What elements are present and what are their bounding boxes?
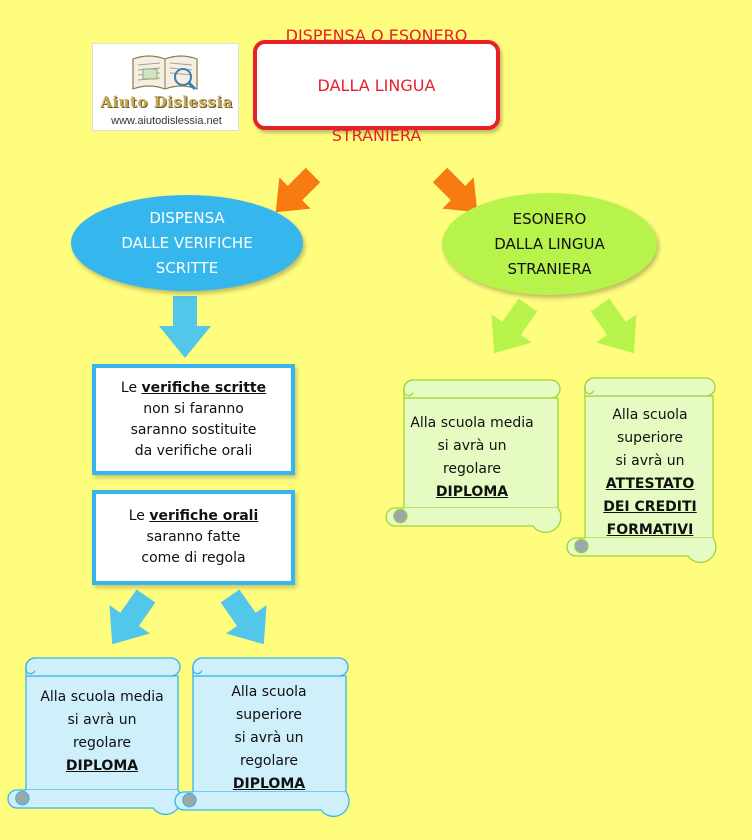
scroll-esonero-media: [385, 379, 562, 533]
open-book-icon: [132, 55, 198, 91]
box-line: saranno fatte: [146, 529, 241, 545]
oral-tests-box: Le verifiche orali saranno fatte come di…: [92, 490, 295, 585]
outcome-line: Alla scuola: [231, 683, 307, 700]
esonero-superiore-outcome: Alla scuola superiore si avrà un ATTESTA…: [588, 400, 712, 545]
arrow-to-media-dispensa: [91, 581, 167, 659]
box-emphasis: verifiche orali: [149, 508, 259, 524]
outcome-line: superiore: [617, 429, 683, 446]
arrow-to-media-esonero: [473, 290, 549, 368]
scroll-dispensa-superiore: [174, 657, 350, 817]
outcome-emphasis: FORMATIVI: [606, 521, 694, 538]
outcome-emphasis: ATTESTATO: [605, 475, 695, 492]
arrow-to-superiore-dispensa: [209, 581, 285, 659]
written-tests-box: Le verifiche scritte non si faranno sara…: [92, 364, 295, 475]
title-line: DALLA LINGUA: [317, 75, 436, 95]
outcome-line: regolare: [442, 461, 502, 477]
box-line: saranno sostituite: [130, 421, 257, 438]
outcome-line: Alla scuola media: [40, 689, 164, 705]
main-title: DISPENSA O ESONERO DALLA LINGUA STRANIER…: [286, 0, 468, 173]
arrow-to-superiore-esonero: [579, 290, 655, 368]
outcome-emphasis: DEI CREDITI: [603, 498, 697, 515]
outcome-line: Alla scuola media: [410, 415, 534, 431]
box-line: non si faranno: [143, 400, 244, 417]
dispensa-ellipse: DISPENSA DALLE VERIFICHE SCRITTE: [71, 195, 303, 291]
dispensa-media-outcome: Alla scuola media si avrà un regolare DI…: [26, 673, 178, 791]
box-line: come di regola: [141, 550, 246, 566]
outcome-line: si avrà un: [67, 712, 137, 728]
logo-brand: Aiuto Dislessia: [100, 93, 233, 111]
outcome-line: si avrà un: [615, 452, 685, 469]
title-line: STRANIERA: [331, 125, 422, 145]
aiuto-dislessia-logo: Aiuto Dislessia www.aiutodislessia.net: [92, 43, 239, 131]
outcome-line: si avrà un: [234, 729, 304, 746]
scroll-esonero-superiore: [566, 377, 717, 563]
logo-url: www.aiutodislessia.net: [111, 115, 222, 127]
outcome-line: regolare: [239, 752, 299, 769]
dispensa-superiore-outcome: Alla scuola superiore si avrà un regolar…: [193, 673, 345, 803]
outcome-emphasis: DIPLOMA: [435, 484, 509, 500]
esonero-media-outcome: Alla scuola media si avrà un regolare DI…: [403, 402, 541, 514]
outcome-line: regolare: [72, 735, 132, 751]
outcome-line: si avrà un: [437, 438, 507, 454]
arrow-dispensa-to-box: [159, 296, 211, 358]
outcome-line: superiore: [236, 706, 302, 723]
box-line: Le verifiche scritte: [121, 378, 266, 399]
dispensa-label: DISPENSA DALLE VERIFICHE SCRITTE: [121, 208, 253, 277]
esonero-label: ESONERO DALLA LINGUA STRANIERA: [494, 209, 605, 278]
scroll-dispensa-media: [7, 657, 182, 815]
esonero-ellipse: ESONERO DALLA LINGUA STRANIERA: [442, 193, 657, 295]
box-lead: Le: [120, 379, 142, 396]
box-line: da verifiche orali: [134, 442, 253, 459]
box-line: Le verifiche orali: [129, 506, 259, 527]
box-lead: Le: [128, 508, 150, 524]
outcome-emphasis: DIPLOMA: [232, 775, 306, 792]
outcome-emphasis: DIPLOMA: [65, 758, 139, 774]
box-emphasis: verifiche scritte: [141, 379, 267, 396]
title-line: DISPENSA O ESONERO: [285, 25, 468, 45]
main-title-box: DISPENSA O ESONERO DALLA LINGUA STRANIER…: [253, 26, 500, 145]
outcome-line: Alla scuola: [612, 406, 688, 423]
